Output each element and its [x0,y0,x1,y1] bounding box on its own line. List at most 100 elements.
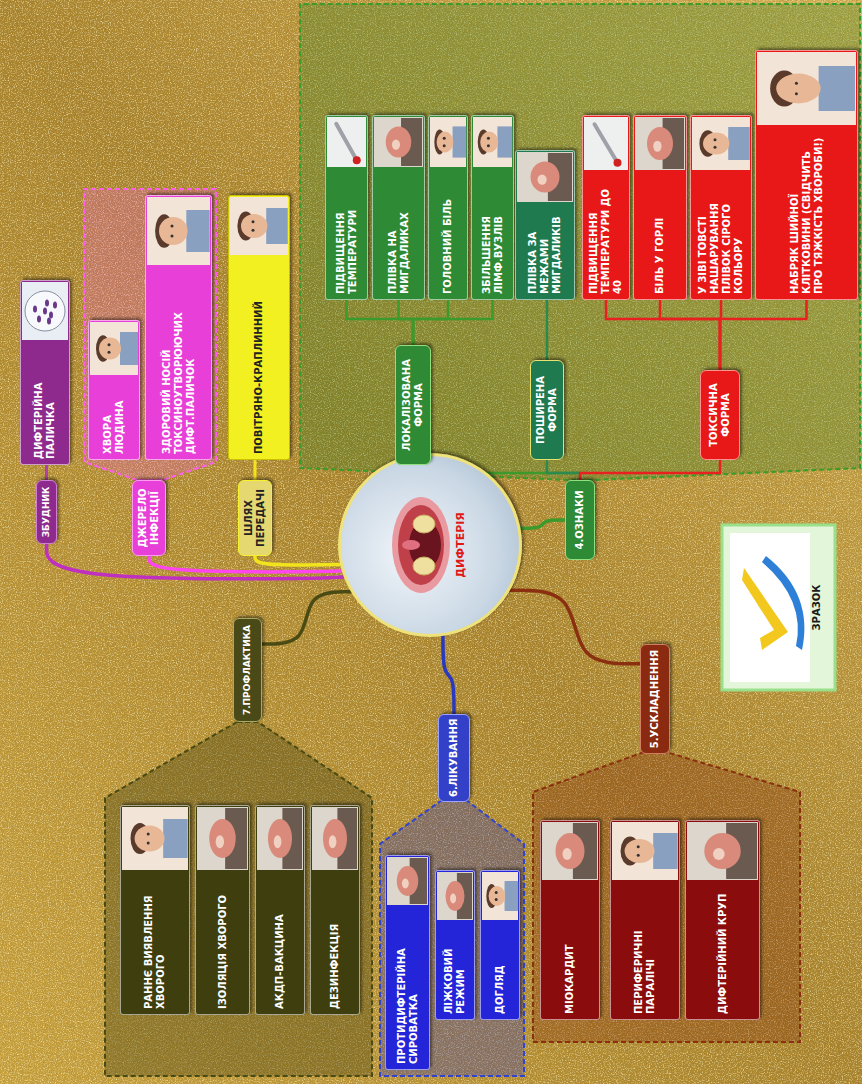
text-block: ПОШИРЕНА ФОРМА [533,361,561,459]
photo-highlight [329,835,337,848]
text-block: ДЖЕРЕЛО ІНФЕКЦІЇ [135,481,163,555]
topic-box: ДИФТЕРІЙНИЙ КРУП [685,820,760,1020]
photo-subject [531,161,560,192]
branch-label: ШЛЯХ ПЕРЕДАЧІ [238,480,272,556]
photo-illustration [541,821,599,881]
text-block: ДИФТЕРІЯ [452,507,469,583]
node-text: РАННЄ ВИЯВЛЕННЯ ХВОРОГО [143,877,167,1009]
photo-subject [556,833,585,869]
logo-frame [722,525,835,690]
photo-ground [542,822,598,880]
node-text: 4.ОЗНАКИ [574,485,586,555]
photo-illustration [611,821,679,881]
connector-line [660,300,720,370]
text-block: МІОКАРДИТ [562,882,578,1019]
connector-line [399,300,414,345]
text-block: ХВОРА ЛЮДИНА [100,377,128,459]
photo-ground [692,117,750,170]
figure-body [266,208,288,244]
topic-box: ПІДВИЩЕННЯ ТЕМПЕРАТУРИ ДО 40 [582,115,630,300]
connector-line [47,544,344,579]
node-text: ЛОКАЛІЗОВАНА ФОРМА [401,350,425,460]
branch-label: 4.ОЗНАКИ [565,480,595,560]
photo-ground [197,807,248,870]
group-fan [300,4,860,480]
topic-box: ХВОРА ЛЮДИНА [88,320,140,460]
photo-ground [635,117,685,170]
topic-box: ПОВІТРЯНО-КРАПЛИННИЙ [228,195,290,460]
figure-body [819,66,855,111]
node-text: ПЛІВКА НА МИГДАЛИКАХ [387,174,411,294]
connector-line [546,300,549,360]
bacterium [47,318,51,325]
photo-ground [22,282,68,340]
text-block: ПІДВИЩЕННЯ ТЕМПЕРАТУРИ [333,169,361,299]
photo-subject [323,819,347,858]
connector-line [255,556,340,565]
text-block: ЗБУДНИК [39,481,54,543]
group-fan [84,189,216,480]
photo-illustration [429,116,467,168]
photo-ground [374,117,423,167]
topic-box: НАБРЯК ШИЙНОЇ КЛІТКОВИНИ (СВІДЧИТЬ ПРО Т… [755,50,858,300]
figure-face [776,74,820,104]
node-text: ЗДОРОВИЙ НОСІЙ ТОКСИНОУТВОРЮЮЧИХ ДИФТ.ПА… [161,272,197,454]
photo-highlight [653,141,661,152]
figure-eye [637,845,640,848]
node-text: ІЗОЛЯЦІЯ ХВОРОГО [217,877,229,1009]
thermometer [595,124,618,163]
text-block: 5.УСКЛАДНЕННЯ [647,645,663,753]
figure-eye [171,234,174,237]
photo-illustration [256,806,304,871]
connector-line [254,460,257,480]
topic-box: У ЗІВІ ТОВСТІ НАШАРУВАННЯ ПЛІВОК СІРОГО … [690,115,752,300]
text-block: ПЕРИФЕРИЧНІ ПАРАЛІЧІ [631,882,659,1019]
microscope-field [25,291,65,331]
connector-line [547,460,580,480]
logo [722,525,835,690]
figure-eye [147,842,150,845]
topic-box: ЛІЖКОВИЙ РЕЖИМ [435,870,475,1020]
photo-subject [397,866,419,896]
topic-box: РАННЄ ВИЯВЛЕННЯ ХВОРОГО [120,805,190,1015]
topic-box: ПРОТИДИФТЕРІЙНА СИРОВАТКА [385,855,430,1070]
branch-label: ТОКСИЧНА ФОРМА [700,370,740,460]
topic-box: ПЛІВКА НА МИГДАЛИКАХ [372,115,425,300]
topic-box: ІЗОЛЯЦІЯ ХВОРОГО [195,805,250,1015]
photo-illustration [89,321,139,376]
topic-box: ПЕРИФЕРИЧНІ ПАРАЛІЧІ [610,820,680,1020]
photo-ground [230,197,288,255]
photo-illustration [121,806,189,871]
figure-eye [714,138,717,141]
photo-highlight [216,835,224,848]
connector-line [510,590,640,664]
node-text: ПІДВИЩЕННЯ ТЕМПЕРАТУРИ ДО 40 [588,177,624,294]
photo-ground [584,117,628,170]
text-block: АКДП-ВАКЦИНА [272,872,288,1014]
topic-box: ДЕЗИНФЕКЦІЯ [310,805,360,1015]
node-text: ДЕЗИНФЕКЦІЯ [329,877,341,1009]
topic-box: АКДП-ВАКЦИНА [255,805,305,1015]
node-text: У ЗІВІ ТОВСТІ НАШАРУВАННЯ ПЛІВОК СІРОГО … [697,177,745,294]
topic-box: ГОЛОВНИЙ БІЛЬ [428,115,468,300]
figure-eye [108,343,111,346]
bacterium [45,300,49,307]
text-block: 4.ОЗНАКИ [572,481,588,559]
figure-face [480,132,498,153]
figure-face [159,217,188,245]
photo-ground [437,872,473,920]
photo-illustration [436,871,474,921]
photo-subject [386,126,412,157]
photo-highlight [537,174,546,184]
branch-label: ПОШИРЕНА ФОРМА [530,360,564,460]
node-text: ДИФТЕРІЯ [454,512,467,578]
figure-eye [147,832,150,835]
photo-subject [647,127,673,160]
connector-line [45,465,48,480]
node-text: ПОШИРЕНА ФОРМА [535,365,559,455]
photo-illustration [229,196,289,256]
figure-eye [443,137,446,140]
